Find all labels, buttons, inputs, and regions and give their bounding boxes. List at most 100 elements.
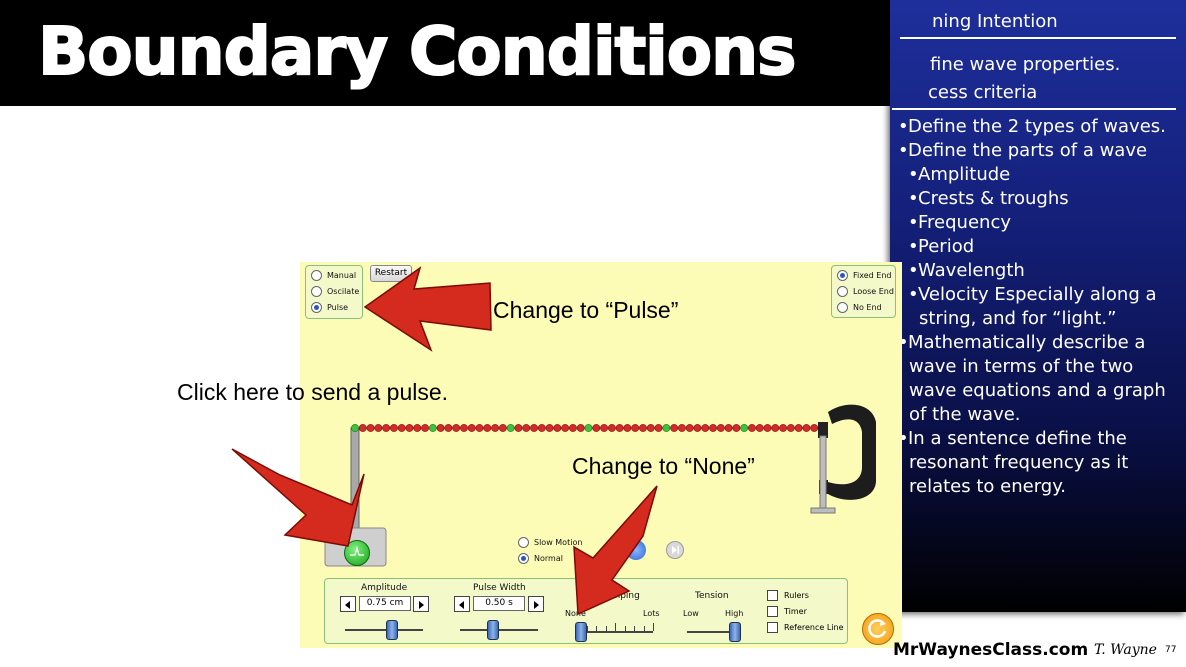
send-pulse-annotation: Click here to send a pulse. bbox=[177, 379, 449, 405]
oscillator-rod bbox=[350, 427, 360, 537]
radio-button[interactable] bbox=[837, 302, 848, 313]
pulse-width-value[interactable]: 0.50 s bbox=[473, 596, 525, 611]
string-bead bbox=[452, 424, 461, 432]
radio-button[interactable] bbox=[837, 286, 848, 297]
checkbox-label: Reference Line bbox=[784, 623, 844, 632]
pulse-width-decrease-button[interactable] bbox=[454, 596, 470, 612]
string-bead bbox=[600, 424, 608, 432]
speed-option[interactable]: Normal bbox=[518, 553, 563, 564]
checkbox[interactable] bbox=[767, 590, 778, 601]
speed-option-label: Slow Motion bbox=[534, 538, 583, 547]
string-bead bbox=[748, 424, 756, 432]
damping-tick bbox=[605, 626, 607, 631]
bullet: • bbox=[908, 212, 919, 233]
criteria-text: string, and for “light.” bbox=[919, 308, 1117, 329]
clamp-body bbox=[828, 404, 876, 500]
criteria-text: wave equations and a graph bbox=[909, 380, 1166, 401]
checkbox-option[interactable]: Rulers bbox=[767, 590, 809, 601]
string-bead bbox=[646, 424, 655, 432]
string-bead bbox=[498, 424, 507, 432]
bullet: • bbox=[908, 164, 919, 185]
damping-tick bbox=[615, 623, 616, 631]
damping-tick bbox=[643, 626, 645, 631]
end-option[interactable]: Fixed End bbox=[837, 270, 891, 281]
string-bead bbox=[390, 424, 398, 432]
speed-option[interactable]: Slow Motion bbox=[518, 537, 582, 548]
checkbox[interactable] bbox=[767, 622, 778, 633]
mode-option[interactable]: Oscilate bbox=[311, 286, 359, 297]
amplitude-value[interactable]: 0.75 cm bbox=[359, 596, 411, 611]
string-bead bbox=[545, 424, 554, 432]
amplitude-increase-button[interactable] bbox=[413, 596, 429, 612]
criteria-item: •Period bbox=[908, 235, 974, 259]
radio-button[interactable] bbox=[837, 270, 848, 281]
string-bead bbox=[623, 424, 632, 432]
end-option[interactable]: No End bbox=[837, 302, 882, 313]
string-bead bbox=[639, 424, 647, 432]
radio-button[interactable] bbox=[518, 537, 529, 548]
damping-slider[interactable] bbox=[575, 622, 587, 642]
mode-option[interactable]: Manual bbox=[311, 270, 356, 281]
end-option[interactable]: Loose End bbox=[837, 286, 894, 297]
amplitude-track bbox=[345, 629, 423, 631]
left-arrow-icon bbox=[459, 601, 464, 609]
radio-button[interactable] bbox=[311, 302, 322, 313]
string-bead bbox=[631, 424, 640, 432]
string-bead bbox=[366, 424, 375, 432]
mode-option[interactable]: Pulse bbox=[311, 302, 348, 313]
checkbox-option[interactable]: Timer bbox=[767, 606, 807, 617]
criteria-item: •Amplitude bbox=[908, 163, 1010, 187]
criteria-text: resonant frequency as it bbox=[909, 452, 1129, 473]
string-bead-marker bbox=[428, 424, 437, 432]
string-bead bbox=[358, 424, 367, 432]
radio-button[interactable] bbox=[311, 270, 322, 281]
string-bead bbox=[553, 424, 562, 432]
pulse-send-button[interactable] bbox=[344, 540, 370, 566]
string-bead bbox=[802, 424, 811, 432]
bullet: • bbox=[898, 332, 909, 353]
string-bead bbox=[460, 424, 468, 432]
bullet: • bbox=[898, 428, 909, 449]
amplitude-decrease-button[interactable] bbox=[340, 596, 356, 612]
criteria-item: •Define the 2 types of waves. bbox=[898, 115, 1166, 139]
criteria-text: Mathematically describe a bbox=[908, 332, 1146, 353]
pulse-width-slider[interactable] bbox=[487, 620, 500, 640]
criteria-item: •Velocity Especially along a bbox=[908, 283, 1157, 307]
checkbox-option[interactable]: Reference Line bbox=[767, 622, 844, 633]
tension-max-label: High bbox=[725, 609, 744, 618]
play-pause-button[interactable] bbox=[626, 540, 646, 560]
learning-intention-text: fine wave properties. bbox=[930, 54, 1121, 75]
step-button[interactable] bbox=[666, 541, 684, 559]
criteria-item: •Frequency bbox=[908, 211, 1011, 235]
bullet: • bbox=[898, 116, 909, 137]
damping-tick bbox=[596, 626, 597, 631]
checkbox[interactable] bbox=[767, 606, 778, 617]
pulse-width-label: Pulse Width bbox=[473, 583, 526, 593]
string-bead bbox=[716, 424, 725, 432]
criteria-item: resonant frequency as it bbox=[898, 451, 1128, 475]
string-bead bbox=[685, 424, 694, 432]
pulse-width-increase-button[interactable] bbox=[528, 596, 544, 612]
string-bead-marker bbox=[584, 424, 593, 432]
mode-option-label: Manual bbox=[327, 271, 357, 280]
damping-tick bbox=[586, 626, 588, 631]
clamp-handle bbox=[810, 507, 836, 514]
tension-slider[interactable] bbox=[729, 622, 741, 642]
string-bead bbox=[569, 424, 577, 432]
criteria-text: In a sentence define the bbox=[908, 428, 1127, 449]
string-bead-marker bbox=[351, 424, 359, 432]
bullet: • bbox=[908, 260, 919, 281]
amplitude-slider[interactable] bbox=[385, 620, 398, 640]
radio-button[interactable] bbox=[311, 286, 322, 297]
string-bead bbox=[530, 424, 538, 432]
right-arrow-icon bbox=[419, 601, 424, 609]
bead-string bbox=[351, 424, 826, 432]
reset-button[interactable] bbox=[862, 613, 894, 645]
radio-button[interactable] bbox=[518, 553, 529, 564]
mode-option-label: Pulse bbox=[327, 303, 349, 312]
criteria-item: •Crests & troughs bbox=[908, 187, 1069, 211]
string-bead bbox=[522, 424, 531, 432]
string-bead bbox=[483, 424, 492, 432]
